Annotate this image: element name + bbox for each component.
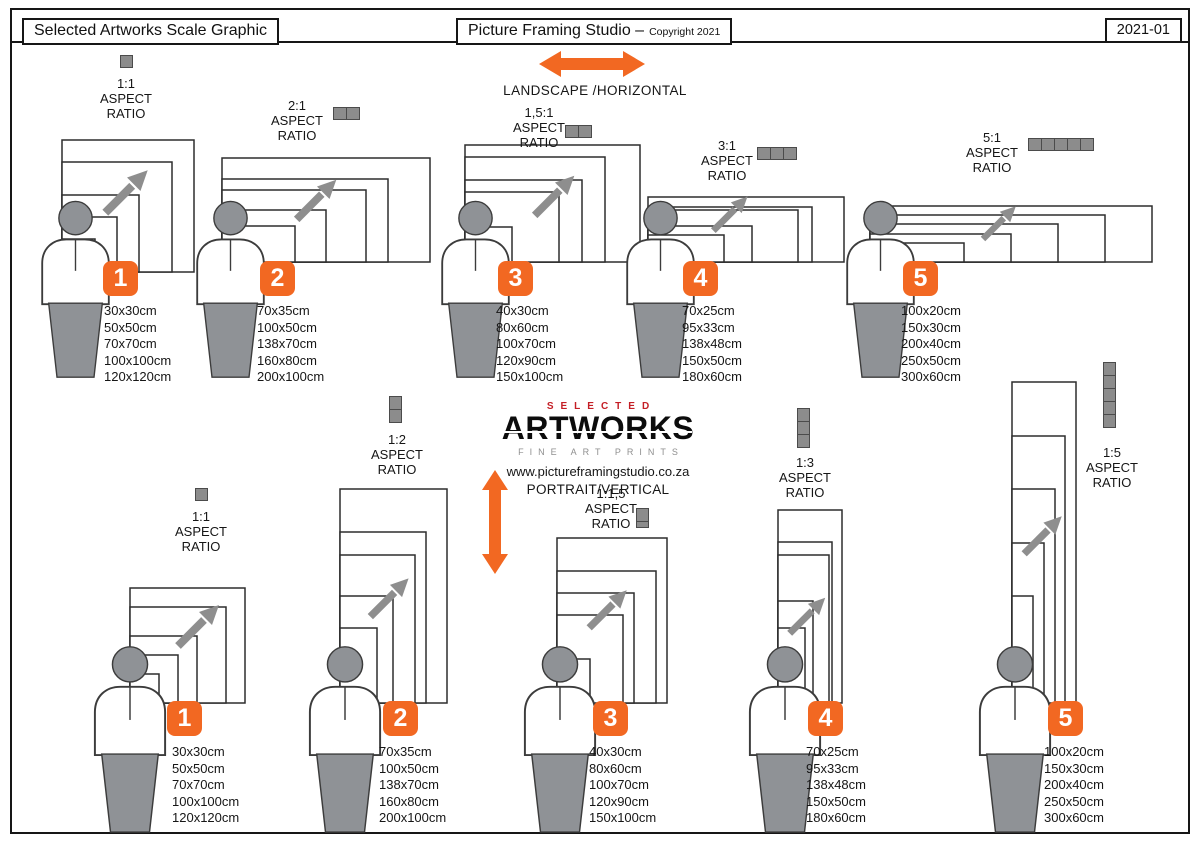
illustration-portrait-4 bbox=[748, 509, 843, 834]
ratio-word: RATIO bbox=[707, 168, 747, 183]
doc-ref-box: 2021-01 bbox=[1104, 18, 1182, 43]
size-list-portrait-5: 100x20cm 150x30cm 200x40cm 250x50cm 300x… bbox=[1044, 744, 1104, 825]
ratio-word: RATIO bbox=[1092, 475, 1132, 490]
ratio-word: RATIO bbox=[972, 160, 1012, 175]
size-list-landscape-2: 70x35cm 100x50cm 138x70cm 160x80cm 200x1… bbox=[257, 303, 325, 384]
ratio-word: RATIO bbox=[377, 462, 417, 477]
aspect-word: ASPECT bbox=[370, 447, 423, 462]
illustration-landscape-2 bbox=[196, 157, 431, 379]
aspect-ratio-label-portrait-5: 1:5 ASPECT RATIO bbox=[1079, 445, 1145, 490]
ratio-value: 1:1 bbox=[116, 76, 136, 91]
gray-square-cells-icon bbox=[797, 408, 810, 448]
aspect-ratio-label-portrait-1: 1:1 ASPECT RATIO bbox=[168, 488, 234, 554]
group-badge-portrait-4: 4 bbox=[808, 701, 843, 736]
size-list-portrait-2: 70x35cm 100x50cm 138x70cm 160x80cm 200x1… bbox=[379, 744, 447, 825]
page-border bbox=[10, 8, 1190, 834]
illustration-landscape-5 bbox=[846, 200, 1153, 379]
illustration-portrait-1 bbox=[93, 587, 246, 834]
logo-subtitle: FINE ART PRINTS bbox=[518, 446, 684, 457]
illustration-portrait-2 bbox=[308, 488, 448, 834]
ratio-value: 3:1 bbox=[717, 138, 737, 153]
logo-artworks-word: ARTWORKS bbox=[501, 410, 695, 446]
portrait-label: PORTRAIT/VERTICAL bbox=[526, 481, 670, 497]
studio-title: Picture Framing Studio – bbox=[468, 22, 645, 39]
ratio-word: RATIO bbox=[785, 485, 825, 500]
group-badge-portrait-1: 1 bbox=[167, 701, 202, 736]
logo-stencil-line bbox=[504, 431, 692, 434]
gray-square-cells-icon bbox=[757, 147, 797, 160]
aspect-word: ASPECT bbox=[965, 145, 1018, 160]
studio-title-box: Picture Framing Studio – Copyright 2021 bbox=[456, 18, 733, 45]
size-list-landscape-3: 40x30cm 80x60cm 100x70cm 120x90cm 150x10… bbox=[496, 303, 564, 384]
illustration-landscape-4 bbox=[626, 133, 845, 379]
ratio-word: RATIO bbox=[277, 128, 317, 143]
group-badge-landscape-4: 4 bbox=[683, 261, 718, 296]
illustration-portrait-3 bbox=[523, 537, 668, 834]
doc-ref: 2021-01 bbox=[1116, 22, 1170, 38]
ratio-word: RATIO bbox=[106, 106, 146, 121]
brand-logo: SELECTED ARTWORKS FINE ART PRINTS www.pi… bbox=[498, 401, 698, 497]
gray-square-cells-icon bbox=[1103, 362, 1116, 428]
size-list-portrait-4: 70x25cm 95x33cm 138x48cm 150x50cm 180x60… bbox=[806, 744, 866, 825]
size-list-landscape-4: 70x25cm 95x33cm 138x48cm 150x50cm 180x60… bbox=[682, 303, 742, 384]
group-badge-landscape-3: 3 bbox=[498, 261, 533, 296]
group-badge-landscape-1: 1 bbox=[103, 261, 138, 296]
gray-square-cells-icon bbox=[565, 125, 592, 138]
logo-artworks-text: ARTWORKS bbox=[498, 410, 698, 446]
size-list-landscape-5: 100x20cm 150x30cm 200x40cm 250x50cm 300x… bbox=[901, 303, 961, 384]
aspect-word: ASPECT bbox=[270, 113, 323, 128]
ratio-word: RATIO bbox=[519, 135, 559, 150]
logo-selected-text: SELECTED bbox=[546, 401, 657, 412]
gray-square-cells-icon bbox=[119, 55, 133, 68]
aspect-ratio-label-landscape-5: 5:1 ASPECT RATIO bbox=[959, 130, 1025, 175]
aspect-ratio-label-landscape-3: 1,5:1 ASPECT RATIO bbox=[504, 105, 574, 150]
aspect-ratio-label-landscape-2: 2:1 ASPECT RATIO bbox=[264, 98, 330, 143]
group-badge-portrait-5: 5 bbox=[1048, 701, 1083, 736]
website-url: www.pictureframingstudio.co.za bbox=[506, 463, 690, 479]
ratio-value: 1:1 bbox=[191, 509, 211, 524]
group-badge-landscape-2: 2 bbox=[260, 261, 295, 296]
aspect-ratio-label-landscape-1: 1:1 ASPECT RATIO bbox=[94, 55, 158, 121]
aspect-word: ASPECT bbox=[700, 153, 753, 168]
ratio-value: 1:2 bbox=[387, 432, 407, 447]
aspect-word: ASPECT bbox=[512, 120, 565, 135]
copyright-label: Copyright 2021 bbox=[649, 26, 721, 38]
aspect-ratio-label-portrait-3: 1:1,5 ASPECT RATIO bbox=[576, 486, 646, 531]
ratio-value: 2:1 bbox=[287, 98, 307, 113]
gray-square-cells-icon bbox=[333, 107, 360, 120]
aspect-ratio-label-portrait-4: 1:3 ASPECT RATIO bbox=[772, 455, 838, 500]
ratio-word: RATIO bbox=[591, 516, 631, 531]
group-badge-portrait-3: 3 bbox=[593, 701, 628, 736]
illustration-landscape-3 bbox=[441, 144, 641, 379]
group-badge-portrait-2: 2 bbox=[383, 701, 418, 736]
aspect-word: ASPECT bbox=[99, 91, 152, 106]
page-title: Selected Artworks Scale Graphic bbox=[34, 22, 267, 39]
gray-square-cells-icon bbox=[1028, 138, 1094, 151]
ratio-word: RATIO bbox=[181, 539, 221, 554]
ratio-value: 5:1 bbox=[982, 130, 1002, 145]
aspect-word: ASPECT bbox=[174, 524, 227, 539]
aspect-ratio-label-portrait-2: 1:2 ASPECT RATIO bbox=[364, 432, 430, 477]
horizontal-double-arrow-icon bbox=[539, 51, 645, 77]
ratio-value: 1:3 bbox=[795, 455, 815, 470]
gray-square-cells-icon bbox=[636, 508, 649, 528]
vertical-double-arrow-icon bbox=[482, 470, 508, 574]
group-badge-landscape-5: 5 bbox=[903, 261, 938, 296]
ratio-value: 1,5:1 bbox=[524, 105, 554, 120]
gray-square-cells-icon bbox=[194, 488, 208, 501]
size-list-portrait-3: 40x30cm 80x60cm 100x70cm 120x90cm 150x10… bbox=[589, 744, 657, 825]
aspect-ratio-label-landscape-4: 3:1 ASPECT RATIO bbox=[694, 138, 760, 183]
aspect-word: ASPECT bbox=[1085, 460, 1138, 475]
landscape-label: LANDSCAPE /HORIZONTAL bbox=[503, 83, 687, 98]
ratio-value: 1:5 bbox=[1102, 445, 1122, 460]
size-list-landscape-1: 30x30cm 50x50cm 70x70cm 100x100cm 120x12… bbox=[104, 303, 172, 384]
illustration-portrait-5 bbox=[978, 381, 1077, 834]
aspect-word: ASPECT bbox=[778, 470, 831, 485]
aspect-word: ASPECT bbox=[584, 501, 637, 516]
ratio-value: 1:1,5 bbox=[596, 486, 626, 501]
page-title-box: Selected Artworks Scale Graphic bbox=[22, 18, 279, 45]
gray-square-cells-icon bbox=[389, 396, 402, 423]
size-list-portrait-1: 30x30cm 50x50cm 70x70cm 100x100cm 120x12… bbox=[172, 744, 240, 825]
